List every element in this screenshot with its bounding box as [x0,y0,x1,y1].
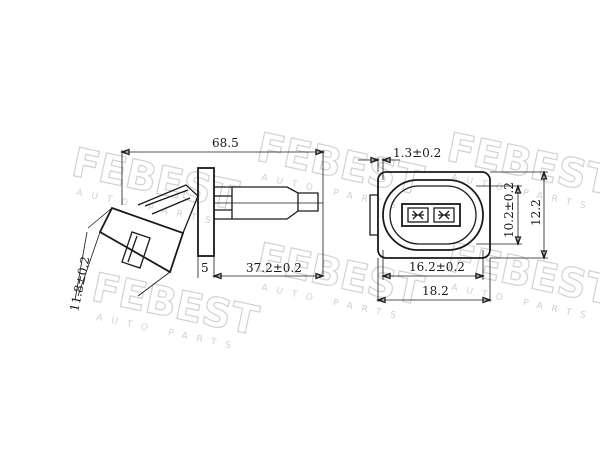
pin-terminal-2 [433,207,455,223]
extension-line [137,271,171,297]
connector-socket [382,179,484,251]
arrow-head [482,296,492,304]
cable-shaft [214,186,323,220]
arrow-head [381,272,391,280]
arrow-head [315,272,325,280]
dimension-line [74,231,88,301]
neck-edge [144,189,189,207]
housing-latch [369,194,378,236]
outer-height-label: 12.2 [529,199,543,226]
arrow-head [540,170,548,180]
shaft-length-label: 37.2±0.2 [246,261,302,275]
flange-thickness-label: 5 [201,261,209,275]
arrow-head [376,296,386,304]
extension-line [77,231,101,297]
sensor-head [98,184,199,274]
pin-1-contact [412,210,424,220]
wall-offset-label: 1.3±0.2 [393,146,441,160]
slot-inner-line [127,235,138,263]
inner-width-label: 16.2±0.2 [409,260,465,274]
pin-2-contact [438,210,450,220]
pin-terminal-1 [407,207,429,223]
outer-width-label: 18.2 [422,284,449,298]
arrow-head [475,272,485,280]
overall-length-label: 68.5 [212,136,239,150]
pin-block [401,203,461,227]
socket-inner [389,185,477,245]
arrow-head [370,156,380,164]
side-view: 68.5 5 37.2±0.2 [67,136,325,313]
arrow-head [381,156,391,164]
arrow-head [514,184,522,194]
inner-height-label: 10.2±0.2 [502,182,516,238]
arrow-head [315,148,325,156]
arrow-head [120,148,130,156]
neck-edge [151,197,191,215]
mounting-flange [197,167,215,257]
head-slot [121,231,151,269]
arrow-head [212,272,222,280]
arrow-head [540,250,548,260]
neck-outline [137,184,199,234]
arrow-head [514,236,522,246]
extension-line [87,207,113,229]
shaft-tip [286,186,319,220]
connector-housing [377,171,491,259]
connector-view: 1.3±0.2 16.2±0.2 18.2 10.2±0.2 12.2 [358,146,548,304]
